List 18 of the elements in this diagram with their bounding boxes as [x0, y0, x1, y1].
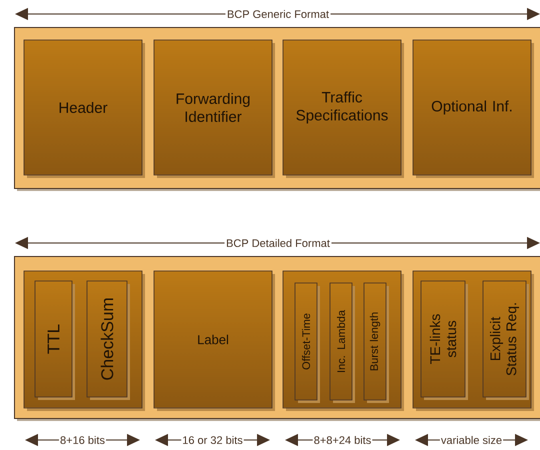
field-box: CheckSum [86, 280, 130, 400]
field-box: Optional Inf. [412, 40, 534, 178]
field-box: Burst length [364, 282, 389, 403]
field-box: TTL [34, 280, 75, 400]
dimension-label: 8+8+24 bits [312, 434, 372, 446]
dimension-label: 8+16 bits [59, 434, 106, 446]
field-box: Offset-Time [294, 282, 320, 403]
node-label: BCP Detailed Format [226, 238, 330, 248]
field-box: TE-links status [420, 280, 468, 400]
field-box: Forwarding Identifier [154, 40, 275, 178]
node-label: BCP Generic Format [228, 10, 329, 18]
field-box: Label [154, 270, 275, 411]
field-box: Traffic Specifications [282, 40, 404, 178]
field-box: Explicit Status Req. [482, 280, 529, 400]
dimension-label: variable size [440, 434, 504, 446]
dimension-label: 16 or 32 bits [181, 434, 244, 446]
field-box: Inc. Lambda [330, 282, 355, 403]
field-box: Header [24, 40, 145, 178]
